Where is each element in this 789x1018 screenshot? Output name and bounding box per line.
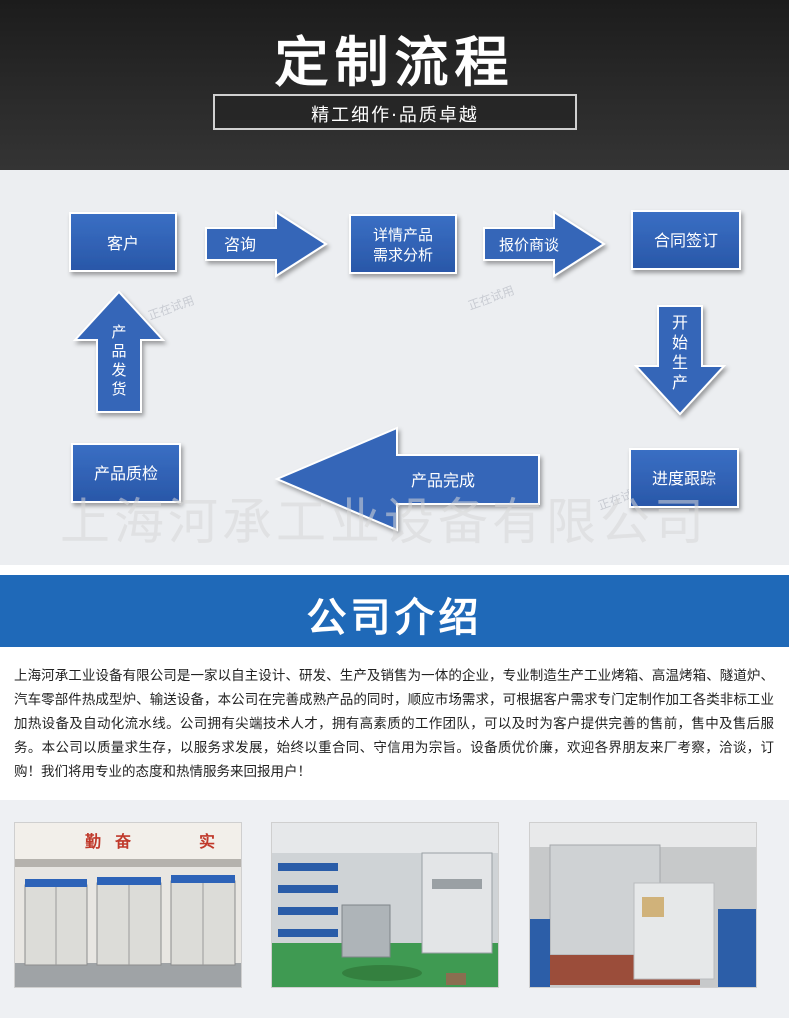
page-subtitle: 精工细作·品质卓越 <box>311 105 479 126</box>
arrow-ship-char: 产 <box>111 323 126 341</box>
page-title: 定制流程 <box>274 31 515 94</box>
step-customer <box>69 212 177 272</box>
banner-char: 奋 <box>114 832 132 851</box>
step-detail-line2: 需求分析 <box>373 246 433 264</box>
arrow-ship-char: 品 <box>111 342 126 360</box>
flow-diagram: 正在试用 正在试用 正在试用 客户 咨询 详情产品 需求分析 报价商谈 合同签订 <box>69 210 741 532</box>
company-intro-text: 上海河承工业设备有限公司是一家以自主设计、研发、生产及销售为一体的企业，专业制造… <box>14 668 774 780</box>
step-quality-check <box>71 443 181 503</box>
photo-equipment <box>529 822 757 988</box>
banner-char: 勤 <box>85 832 101 851</box>
arrow-ship <box>72 290 166 413</box>
arrow-start-production <box>633 305 727 416</box>
arrow-ship-char: 发 <box>111 361 126 379</box>
arrow-produce-char: 生 <box>672 353 688 372</box>
watermark-small: 正在试用 <box>146 292 196 323</box>
step-tracking <box>629 448 739 508</box>
step-requirement-analysis <box>349 214 457 274</box>
step-customer-label: 客户 <box>107 234 139 253</box>
header-banner: 定制流程 精工细作·品质卓越 <box>0 0 789 170</box>
company-section-header: 公司介绍 <box>0 575 789 647</box>
arrow-product-complete <box>274 426 540 532</box>
banner-char: 实 <box>199 832 215 851</box>
arrow-consult-label: 咨询 <box>224 235 256 254</box>
step-tracking-label: 进度跟踪 <box>652 469 716 488</box>
step-quality-label: 产品质检 <box>94 464 158 483</box>
arrow-quote <box>483 210 606 278</box>
arrow-produce-char: 始 <box>672 333 688 352</box>
arrow-complete-label: 产品完成 <box>411 471 475 490</box>
arrow-quote-label: 报价商谈 <box>499 236 559 254</box>
arrow-produce-char: 产 <box>672 373 688 392</box>
step-detail-line1: 详情产品 <box>373 226 433 244</box>
arrow-produce-char: 开 <box>672 313 688 332</box>
photo-workshop <box>271 822 499 988</box>
step-contract-label: 合同签订 <box>654 231 718 250</box>
process-flow: 正在试用 正在试用 正在试用 客户 咨询 详情产品 需求分析 报价商谈 合同签订 <box>0 170 789 565</box>
company-section-title: 公司介绍 <box>306 595 483 641</box>
watermark-small: 正在试用 <box>466 282 516 313</box>
arrow-ship-char: 货 <box>111 380 126 398</box>
arrow-consult <box>205 210 328 278</box>
step-contract <box>631 210 741 270</box>
photo-industrial-ovens: 勤 奋 实 <box>14 822 242 988</box>
subtitle-box: 精工细作·品质卓越 <box>213 94 577 130</box>
